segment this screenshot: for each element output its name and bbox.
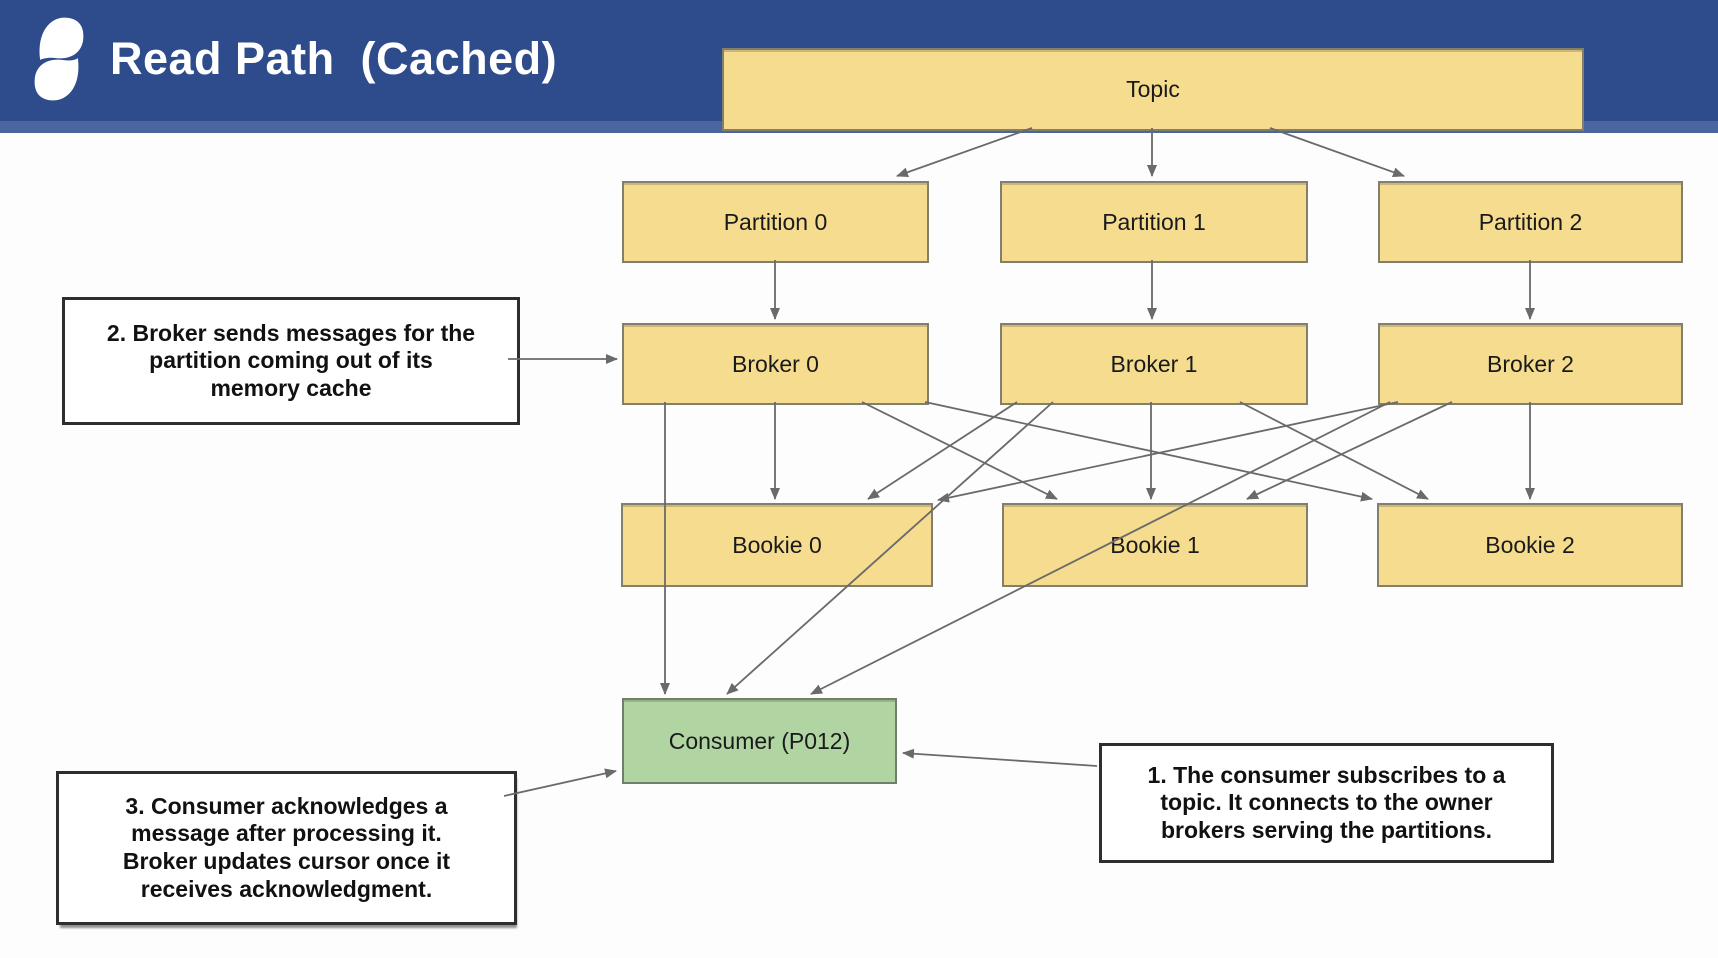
node-partition-1-label: Partition 1 (1102, 208, 1206, 235)
node-partition-2: Partition 2 (1378, 181, 1683, 263)
node-partition-0-label: Partition 0 (723, 208, 828, 235)
annotation-3-acknowledge: 3. Consumer acknowledges a message after… (56, 771, 517, 925)
node-broker-2-label: Broker 2 (1487, 350, 1574, 377)
node-bookie-2-label: Bookie 2 (1485, 531, 1575, 558)
node-bookie-1-label: Bookie 1 (1110, 531, 1200, 558)
node-bookie-2: Bookie 2 (1377, 503, 1683, 587)
node-partition-1: Partition 1 (1000, 181, 1308, 263)
edge-broker-0-bookie-2 (924, 401, 1373, 502)
node-broker-1-label: Broker 1 (1110, 350, 1198, 377)
annotation-2-memory-cache: 2. Broker sends messages for the partiti… (62, 297, 520, 425)
page-title: Read Path (Cached) (110, 33, 558, 84)
annotation-1-subscribe: 1. The consumer subscribes to a topic. I… (1099, 743, 1554, 863)
node-broker-1: Broker 1 (1000, 323, 1308, 405)
annotation-1-text: 1. The consumer subscribes to a topic. I… (1147, 761, 1506, 843)
edge-broker-2-bookie-1 (1246, 401, 1453, 500)
edge-broker-2-bookie-0 (937, 401, 1399, 503)
annotation-2-text: 2. Broker sends messages for the partiti… (106, 319, 476, 401)
edge-note3-consumer (503, 768, 617, 797)
node-bookie-1: Bookie 1 (1002, 503, 1308, 587)
node-broker-0-label: Broker 0 (732, 350, 819, 377)
annotation-3-text: 3. Consumer acknowledges a message after… (122, 792, 451, 902)
node-bookie-0: Bookie 0 (621, 503, 933, 587)
node-partition-2-label: Partition 2 (1478, 208, 1583, 235)
edge-topic-partition-0 (896, 127, 1033, 178)
edge-note1-consumer (902, 748, 1098, 767)
s-swirl-logo-icon (34, 17, 84, 101)
node-topic: Topic (722, 48, 1584, 131)
node-partition-0: Partition 0 (622, 181, 929, 263)
edge-broker-1-bookie-2 (1239, 401, 1429, 500)
node-consumer: Consumer (P012) (622, 698, 897, 784)
node-broker-2: Broker 2 (1378, 323, 1683, 405)
node-bookie-0-label: Bookie 0 (732, 531, 822, 558)
node-topic-label: Topic (1126, 76, 1180, 102)
edge-broker-0-bookie-1 (861, 401, 1058, 500)
edge-topic-partition-2 (1269, 127, 1405, 177)
edge-broker-1-bookie-0 (867, 401, 1018, 500)
node-consumer-label: Consumer (P012) (668, 727, 851, 754)
node-broker-0: Broker 0 (622, 323, 929, 405)
